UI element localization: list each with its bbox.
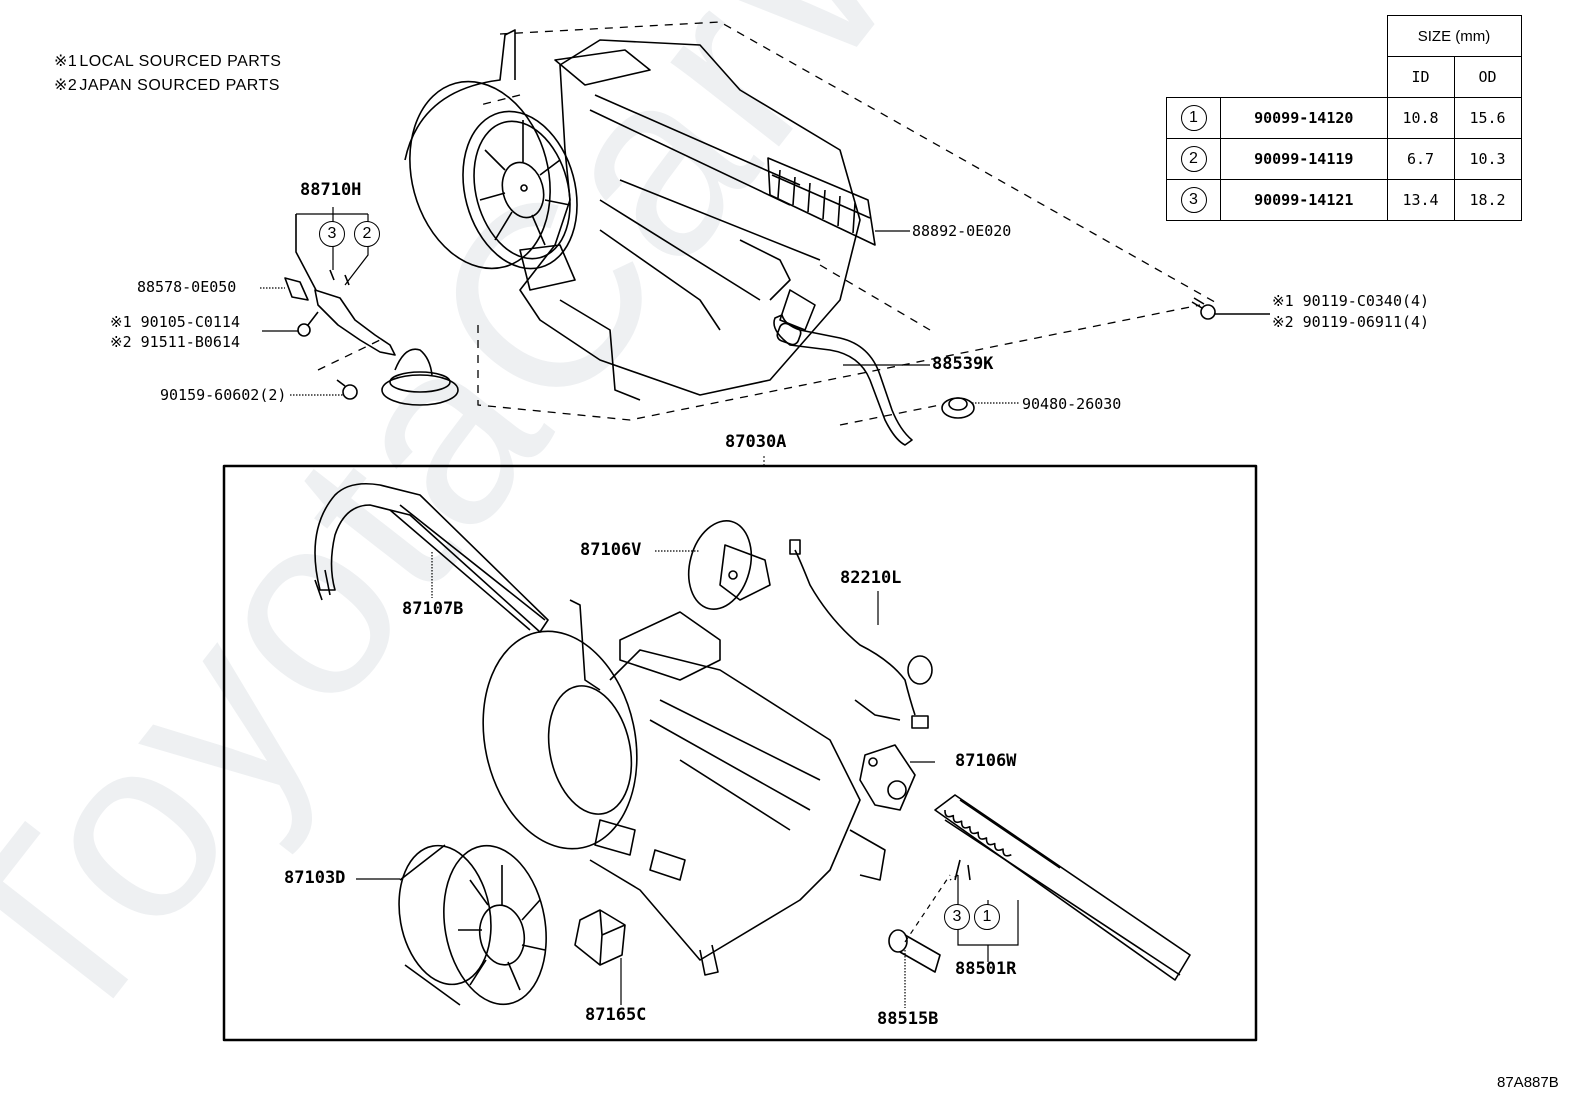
legend-mark: ※1 <box>54 53 78 70</box>
ref-circle-3: 3 <box>1180 187 1207 213</box>
outer-diameter: 15.6 <box>1453 97 1522 139</box>
resistor-87165c <box>574 909 626 966</box>
label-88710h[interactable]: 88710H <box>300 180 362 200</box>
bracket-88710h <box>295 214 396 356</box>
leader-lines <box>260 207 1020 1008</box>
label-90480-26030[interactable]: 90480-26030 <box>1022 395 1122 413</box>
upper-case-body <box>519 39 861 401</box>
table-row: 2 90099-14119 6.7 10.3 <box>1166 138 1522 180</box>
size-header: SIZE (mm) <box>1386 15 1522 57</box>
ref-circle-3: 3 <box>319 221 345 247</box>
seal-88578 <box>284 277 309 301</box>
col-id-header: ID <box>1386 56 1455 98</box>
inner-diameter: 13.4 <box>1386 179 1455 221</box>
ref-circle-1: 1 <box>974 904 1000 930</box>
label-88501r[interactable]: 88501R <box>955 959 1017 979</box>
label-90105-c0114[interactable]: ※1 90105-C0114 <box>110 313 240 331</box>
label-87107b[interactable]: 87107B <box>402 599 464 619</box>
screw-90159 <box>336 379 358 400</box>
table-row: 3 90099-14121 13.4 18.2 <box>1166 179 1522 221</box>
diagram-id: 87A887B <box>1497 1074 1559 1091</box>
outer-diameter: 18.2 <box>1453 179 1522 221</box>
servo-87106v <box>687 520 771 610</box>
drain-fitting <box>381 348 459 406</box>
evaporator-87107b <box>314 482 549 633</box>
label-90119-c0340[interactable]: ※1 90119-C0340(4) <box>1272 292 1430 310</box>
label-91511-b0614[interactable]: ※2 91511-B0614 <box>110 333 240 351</box>
col-od-header: OD <box>1453 56 1522 98</box>
label-88539k[interactable]: 88539K <box>932 354 994 374</box>
heater-core-88501r <box>934 794 1191 981</box>
legend-text: JAPAN SOURCED PARTS <box>79 77 280 94</box>
ref-circle-2: 2 <box>354 221 380 247</box>
clamp-88515b <box>888 929 941 973</box>
ref-circle-2: 2 <box>1180 146 1207 172</box>
hose-88539k <box>773 314 913 446</box>
upper-blower-housing <box>404 29 578 270</box>
part-number[interactable]: 90099-14119 <box>1220 138 1388 180</box>
ref-circle-3: 3 <box>944 904 970 930</box>
part-number[interactable]: 90099-14120 <box>1220 97 1388 139</box>
label-90119-06911[interactable]: ※2 90119-06911(4) <box>1272 313 1430 331</box>
filter-88892 <box>767 157 876 246</box>
screw-90105 <box>297 311 319 337</box>
assembly-box <box>222 464 1258 1042</box>
lower-case-body <box>482 599 886 976</box>
label-88578-0e050[interactable]: 88578-0E050 <box>137 278 237 296</box>
label-82210l[interactable]: 82210L <box>840 568 902 588</box>
label-87106v[interactable]: 87106V <box>580 540 642 560</box>
label-88892-0e020[interactable]: 88892-0E020 <box>912 222 1012 240</box>
sensor-82210l <box>789 539 933 729</box>
inner-diameter: 10.8 <box>1386 97 1455 139</box>
legend-mark: ※2 <box>54 77 78 94</box>
blower-motor-87103d <box>398 844 547 1006</box>
part-number[interactable]: 90099-14121 <box>1220 179 1388 221</box>
inner-diameter: 6.7 <box>1386 138 1455 180</box>
o-ring-size-table: SIZE (mm) ID OD 1 90099-14120 10.8 15.6 … <box>1166 15 1522 221</box>
outer-diameter: 10.3 <box>1453 138 1522 180</box>
table-row: 1 90099-14120 10.8 15.6 <box>1166 97 1522 139</box>
label-90159-60602[interactable]: 90159-60602(2) <box>160 386 287 404</box>
servo-87106w <box>859 744 916 811</box>
legend-text: LOCAL SOURCED PARTS <box>79 53 282 70</box>
ref-circle-1: 1 <box>1180 105 1207 131</box>
label-87106w[interactable]: 87106W <box>955 751 1017 771</box>
upper-unit-dashed-outline <box>317 21 1221 426</box>
label-87030a[interactable]: 87030A <box>725 432 787 452</box>
bolt-90119 <box>1191 297 1270 320</box>
grommet-90480 <box>941 397 975 419</box>
label-87165c[interactable]: 87165C <box>585 1005 647 1025</box>
label-88515b[interactable]: 88515B <box>877 1009 939 1029</box>
label-87103d[interactable]: 87103D <box>284 868 346 888</box>
